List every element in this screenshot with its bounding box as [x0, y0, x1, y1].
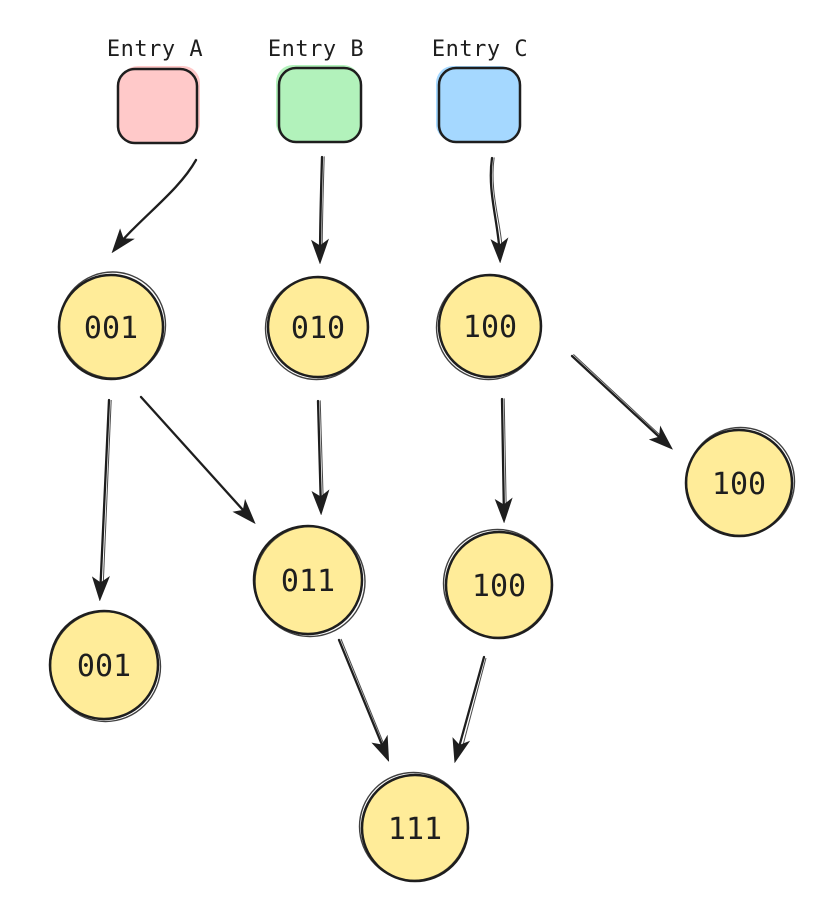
arrow-entry-a-to-001-top	[115, 158, 198, 249]
arrow-011-to-111-sketch	[340, 638, 386, 748]
arrow-100-top-to-100-right	[570, 354, 669, 446]
nodes-layer: 001 010 100 100 011 100	[48, 271, 796, 883]
node-001-bottom-label: 001	[77, 649, 131, 684]
node-010-label: 010	[291, 311, 345, 346]
node-010: 010	[264, 275, 370, 381]
arrow-100-mid-to-111-sketch	[461, 657, 487, 750]
arrow-001-top-to-001-bottom-sketch	[102, 399, 112, 586]
arrow-100-top-to-100-right-sketch	[573, 354, 662, 437]
node-001-top-label: 001	[84, 311, 138, 346]
node-001-bottom: 001	[48, 609, 162, 723]
arrow-entry-c-to-100-top	[489, 156, 500, 258]
node-001-top: 001	[57, 271, 167, 381]
node-011: 011	[252, 524, 366, 638]
entry-a-label: Entry A	[107, 37, 203, 62]
node-011-label: 011	[281, 564, 335, 599]
arrow-100-top-to-100-mid-sketch	[503, 398, 507, 508]
arrow-100-top-to-100-mid	[502, 397, 504, 518]
node-111: 111	[358, 771, 470, 883]
node-100-top: 100	[435, 273, 543, 381]
node-100-mid-label: 100	[472, 569, 526, 604]
edges-layer	[100, 155, 669, 758]
entry-b-label: Entry B	[268, 37, 364, 62]
entry-b: Entry B	[268, 37, 364, 144]
node-100-mid: 100	[442, 528, 554, 640]
entry-c: Entry C	[432, 37, 528, 144]
node-111-label: 111	[388, 812, 442, 847]
arrow-011-to-111	[337, 638, 387, 757]
arrow-001-top-to-011	[139, 395, 252, 520]
arrow-100-mid-to-111	[456, 655, 486, 758]
arrow-001-top-to-001-bottom	[100, 398, 111, 596]
entry-a-box	[116, 67, 199, 145]
arrow-010-to-011-sketch	[319, 400, 324, 500]
entry-c-label: Entry C	[432, 37, 528, 62]
node-100-right-label: 100	[712, 467, 766, 502]
entry-a: Entry A	[107, 37, 203, 145]
arrow-010-to-011	[318, 399, 321, 510]
entry-b-box	[277, 66, 363, 144]
entry-c-box	[437, 66, 522, 144]
arrow-entry-b-to-010	[320, 155, 322, 259]
node-100-right: 100	[684, 426, 796, 538]
node-100-top-label: 100	[463, 310, 517, 345]
